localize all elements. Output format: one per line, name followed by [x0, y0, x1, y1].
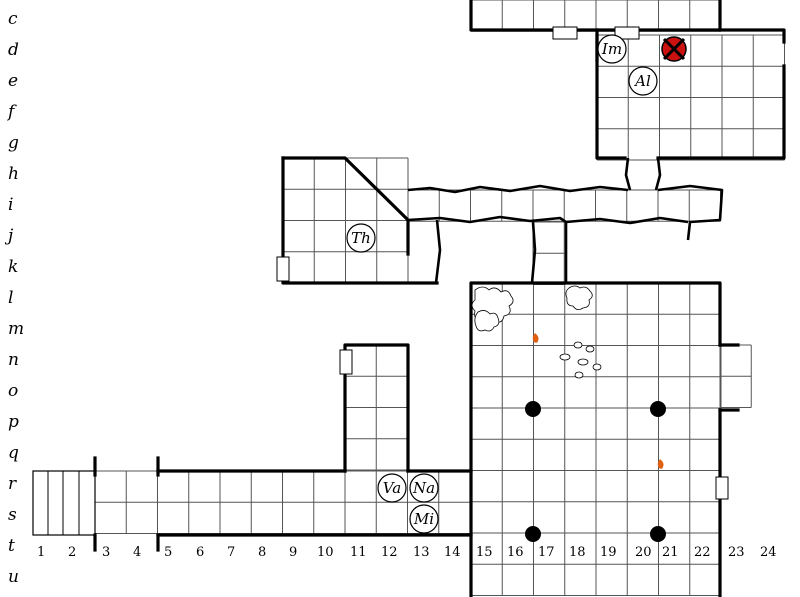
wall-ne-room-west [595, 28, 627, 160]
token-label: Al [633, 72, 651, 90]
wall-nw-room-south [281, 156, 439, 285]
walls [93, 0, 786, 597]
col-label-24: 24 [760, 545, 777, 560]
wall-central-north [469, 281, 722, 597]
target-marker[interactable] [661, 36, 687, 62]
cave-shaft-west [530, 221, 537, 284]
token-label: Na [412, 479, 435, 497]
cave-passages [407, 157, 724, 284]
rubble-pile-b [565, 285, 593, 310]
col-label-1: 1 [37, 545, 45, 560]
col-label-16: 16 [507, 545, 524, 560]
col-label-11: 11 [350, 545, 367, 560]
pillar-icon [525, 526, 541, 542]
col-label-18: 18 [569, 545, 586, 560]
col-label-8: 8 [258, 545, 266, 560]
wall-tower-room [343, 343, 410, 473]
cave-lower-edge-b [565, 216, 689, 225]
col-label-5: 5 [164, 545, 172, 560]
wall-nw-room-north [281, 156, 410, 256]
row-label-g: g [8, 133, 19, 153]
floor-grid [94, 0, 785, 596]
row-label-n: n [8, 350, 19, 370]
wall-ne-room-north [718, 28, 786, 44]
col-label-17: 17 [538, 545, 555, 560]
cave-neck-west [624, 157, 632, 191]
cave-lower-edge-a [407, 215, 568, 283]
staircase [32, 470, 96, 536]
col-label-12: 12 [381, 545, 398, 560]
token-na[interactable]: Na [409, 473, 439, 503]
col-label-15: 15 [476, 545, 493, 560]
row-label-o: o [8, 381, 18, 401]
row-label-s: s [8, 505, 17, 525]
token-label: Th [351, 229, 371, 247]
torch-icon [532, 333, 539, 343]
row-label-p: p [8, 412, 19, 432]
cave-neck-east [654, 157, 662, 191]
torch-icon [657, 459, 664, 469]
col-label-10: 10 [317, 545, 334, 560]
rubble [471, 285, 602, 379]
door-east[interactable] [715, 476, 729, 500]
token-th[interactable]: Th [346, 223, 376, 253]
row-label-k: k [8, 257, 18, 277]
col-label-20: 20 [635, 545, 652, 560]
torches [532, 333, 664, 469]
pillar-icon [650, 526, 666, 542]
col-label-9: 9 [289, 545, 297, 560]
token-label: Im [601, 40, 622, 58]
row-label-f: f [6, 102, 17, 122]
door-tower-room[interactable] [339, 349, 353, 375]
row-label-r: r [8, 474, 17, 494]
row-label-e: e [8, 71, 18, 91]
row-label-l: l [8, 288, 13, 308]
row-label-m: m [8, 319, 24, 339]
cave-east-edge [657, 184, 724, 241]
cave-top-edge [407, 184, 629, 194]
col-label-6: 6 [196, 545, 204, 560]
row-label-i: i [8, 195, 13, 215]
pillars [525, 401, 666, 542]
row-labels: c d e f g h i j k l m n o p q r s t u [4, 9, 24, 587]
col-label-22: 22 [694, 545, 711, 560]
row-label-h: h [8, 164, 19, 184]
row-label-c: c [8, 9, 18, 29]
col-label-13: 13 [413, 545, 430, 560]
door-nw-room[interactable] [276, 256, 290, 282]
token-label: Mi [413, 510, 434, 528]
row-label-q: q [8, 443, 19, 463]
row-label-u: u [8, 567, 19, 587]
pillar-icon [525, 401, 541, 417]
door-top-b[interactable] [614, 26, 640, 40]
cave-west-edge [434, 219, 442, 284]
token-label: Va [383, 479, 401, 497]
row-label-t: t [8, 536, 15, 556]
doors [276, 26, 729, 500]
col-label-7: 7 [227, 545, 235, 560]
pillar-icon [650, 401, 666, 417]
token-al[interactable]: Al [628, 66, 658, 96]
col-label-19: 19 [600, 545, 617, 560]
column-labels: 1 2 3 4 5 6 7 8 9 10 11 12 13 14 15 16 1… [37, 545, 777, 560]
token-mi[interactable]: Mi [409, 504, 439, 534]
col-label-23: 23 [728, 545, 745, 560]
door-top-a[interactable] [552, 26, 578, 40]
token-va[interactable]: Va [377, 473, 407, 503]
col-label-14: 14 [444, 545, 461, 560]
row-label-j: j [4, 226, 14, 246]
col-label-4: 4 [133, 545, 141, 560]
col-label-2: 2 [68, 545, 76, 560]
col-label-21: 21 [662, 545, 679, 560]
x-mark-icon [662, 37, 686, 61]
wall-ne-room-south [656, 64, 786, 160]
row-label-d: d [8, 40, 19, 60]
col-label-3: 3 [102, 545, 110, 560]
token-im[interactable]: Im [597, 34, 627, 64]
